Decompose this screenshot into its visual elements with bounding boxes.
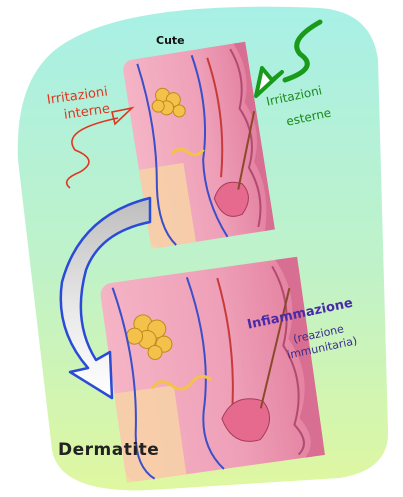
label-cute: Cute bbox=[156, 34, 185, 47]
label-dermatitis: Dermatite bbox=[58, 440, 159, 460]
